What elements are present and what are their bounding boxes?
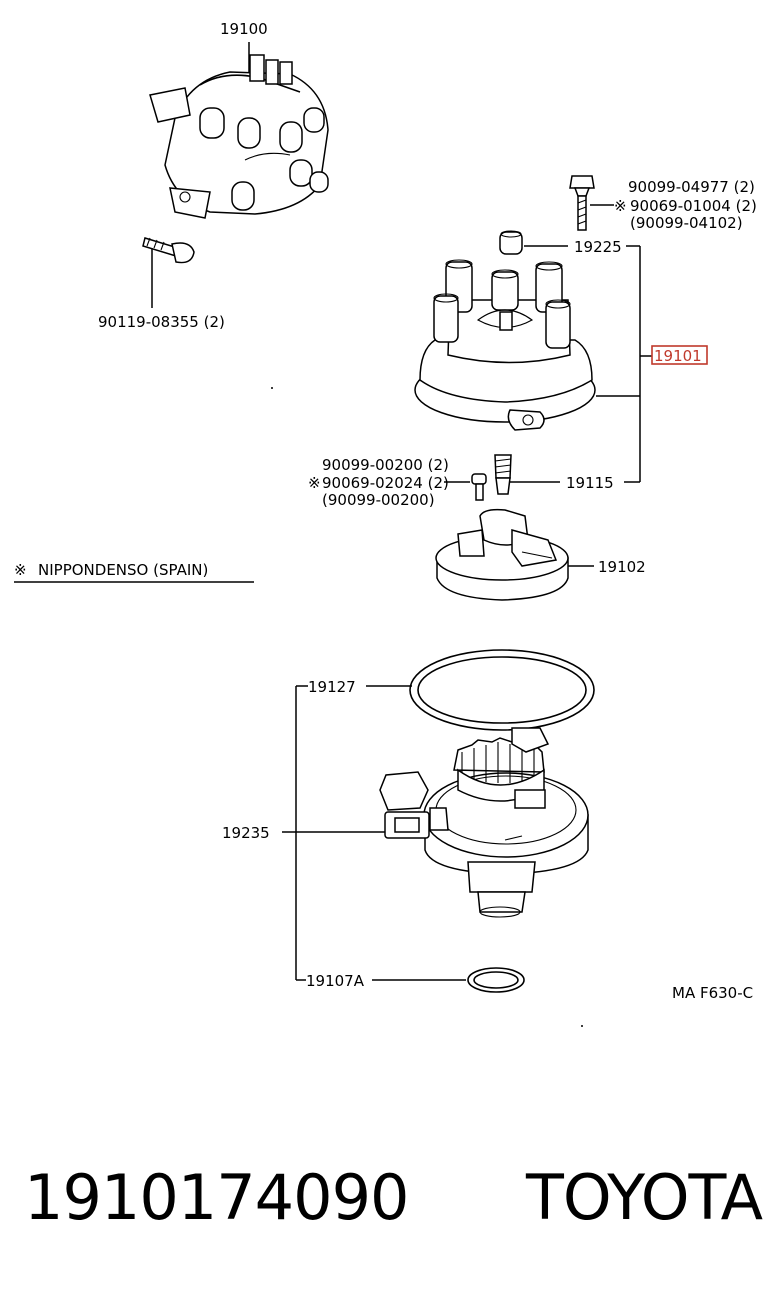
- distributor-cap-drawing: [414, 259, 596, 431]
- highlight-box-19101: [651, 345, 708, 365]
- electrode-drawing: [494, 454, 512, 495]
- rotor-drawing: [435, 508, 569, 601]
- label-19225: 19225: [574, 238, 622, 256]
- note-mark-rotor-screw: ※: [308, 474, 321, 492]
- mount-bolt-drawing: [142, 237, 195, 264]
- distributor-assembly-drawing: [149, 54, 329, 219]
- label-90119-08355: 90119-08355 (2): [98, 313, 225, 331]
- footer: 1910174090 TOYOTA: [0, 1150, 776, 1260]
- figure-code: MA F630-C: [672, 984, 753, 1002]
- note-mark: ※: [14, 561, 27, 579]
- cap-screw-drawing: [569, 175, 595, 231]
- pickup-housing-drawing: [379, 727, 589, 918]
- label-19102: 19102: [598, 558, 646, 576]
- label-90069-01004: 90069-01004 (2): [630, 197, 757, 215]
- o-ring-drawing: [409, 649, 595, 731]
- label-90099-00200: 90099-00200 (2): [322, 456, 449, 474]
- label-19100: 19100: [220, 20, 268, 38]
- label-90099-04102: (90099-04102): [630, 214, 743, 232]
- label-90069-02024: 90069-02024 (2): [322, 474, 449, 492]
- label-19127: 19127: [308, 678, 356, 696]
- label-90099-00200-alt: (90099-00200): [322, 491, 435, 509]
- exploded-parts-diagram: 19100 90119-08355 (2) 90099-04977 (2) ※ …: [14, 20, 757, 1027]
- note-nippondenso-spain: NIPPONDENSO (SPAIN): [38, 561, 208, 579]
- gasket-drawing: [467, 967, 525, 993]
- label-19107a: 19107A: [306, 972, 365, 990]
- note-mark-cap-screw: ※: [614, 197, 627, 215]
- label-90099-04977: 90099-04977 (2): [628, 178, 755, 196]
- rotor-screw-drawing: [471, 473, 487, 501]
- label-19115: 19115: [566, 474, 614, 492]
- brand-name: TOYOTA: [525, 1161, 763, 1234]
- label-19101: 19101: [654, 347, 702, 365]
- part-number: 1910174090: [24, 1161, 409, 1234]
- cap-plug-drawing: [499, 230, 523, 255]
- label-19235: 19235: [222, 824, 270, 842]
